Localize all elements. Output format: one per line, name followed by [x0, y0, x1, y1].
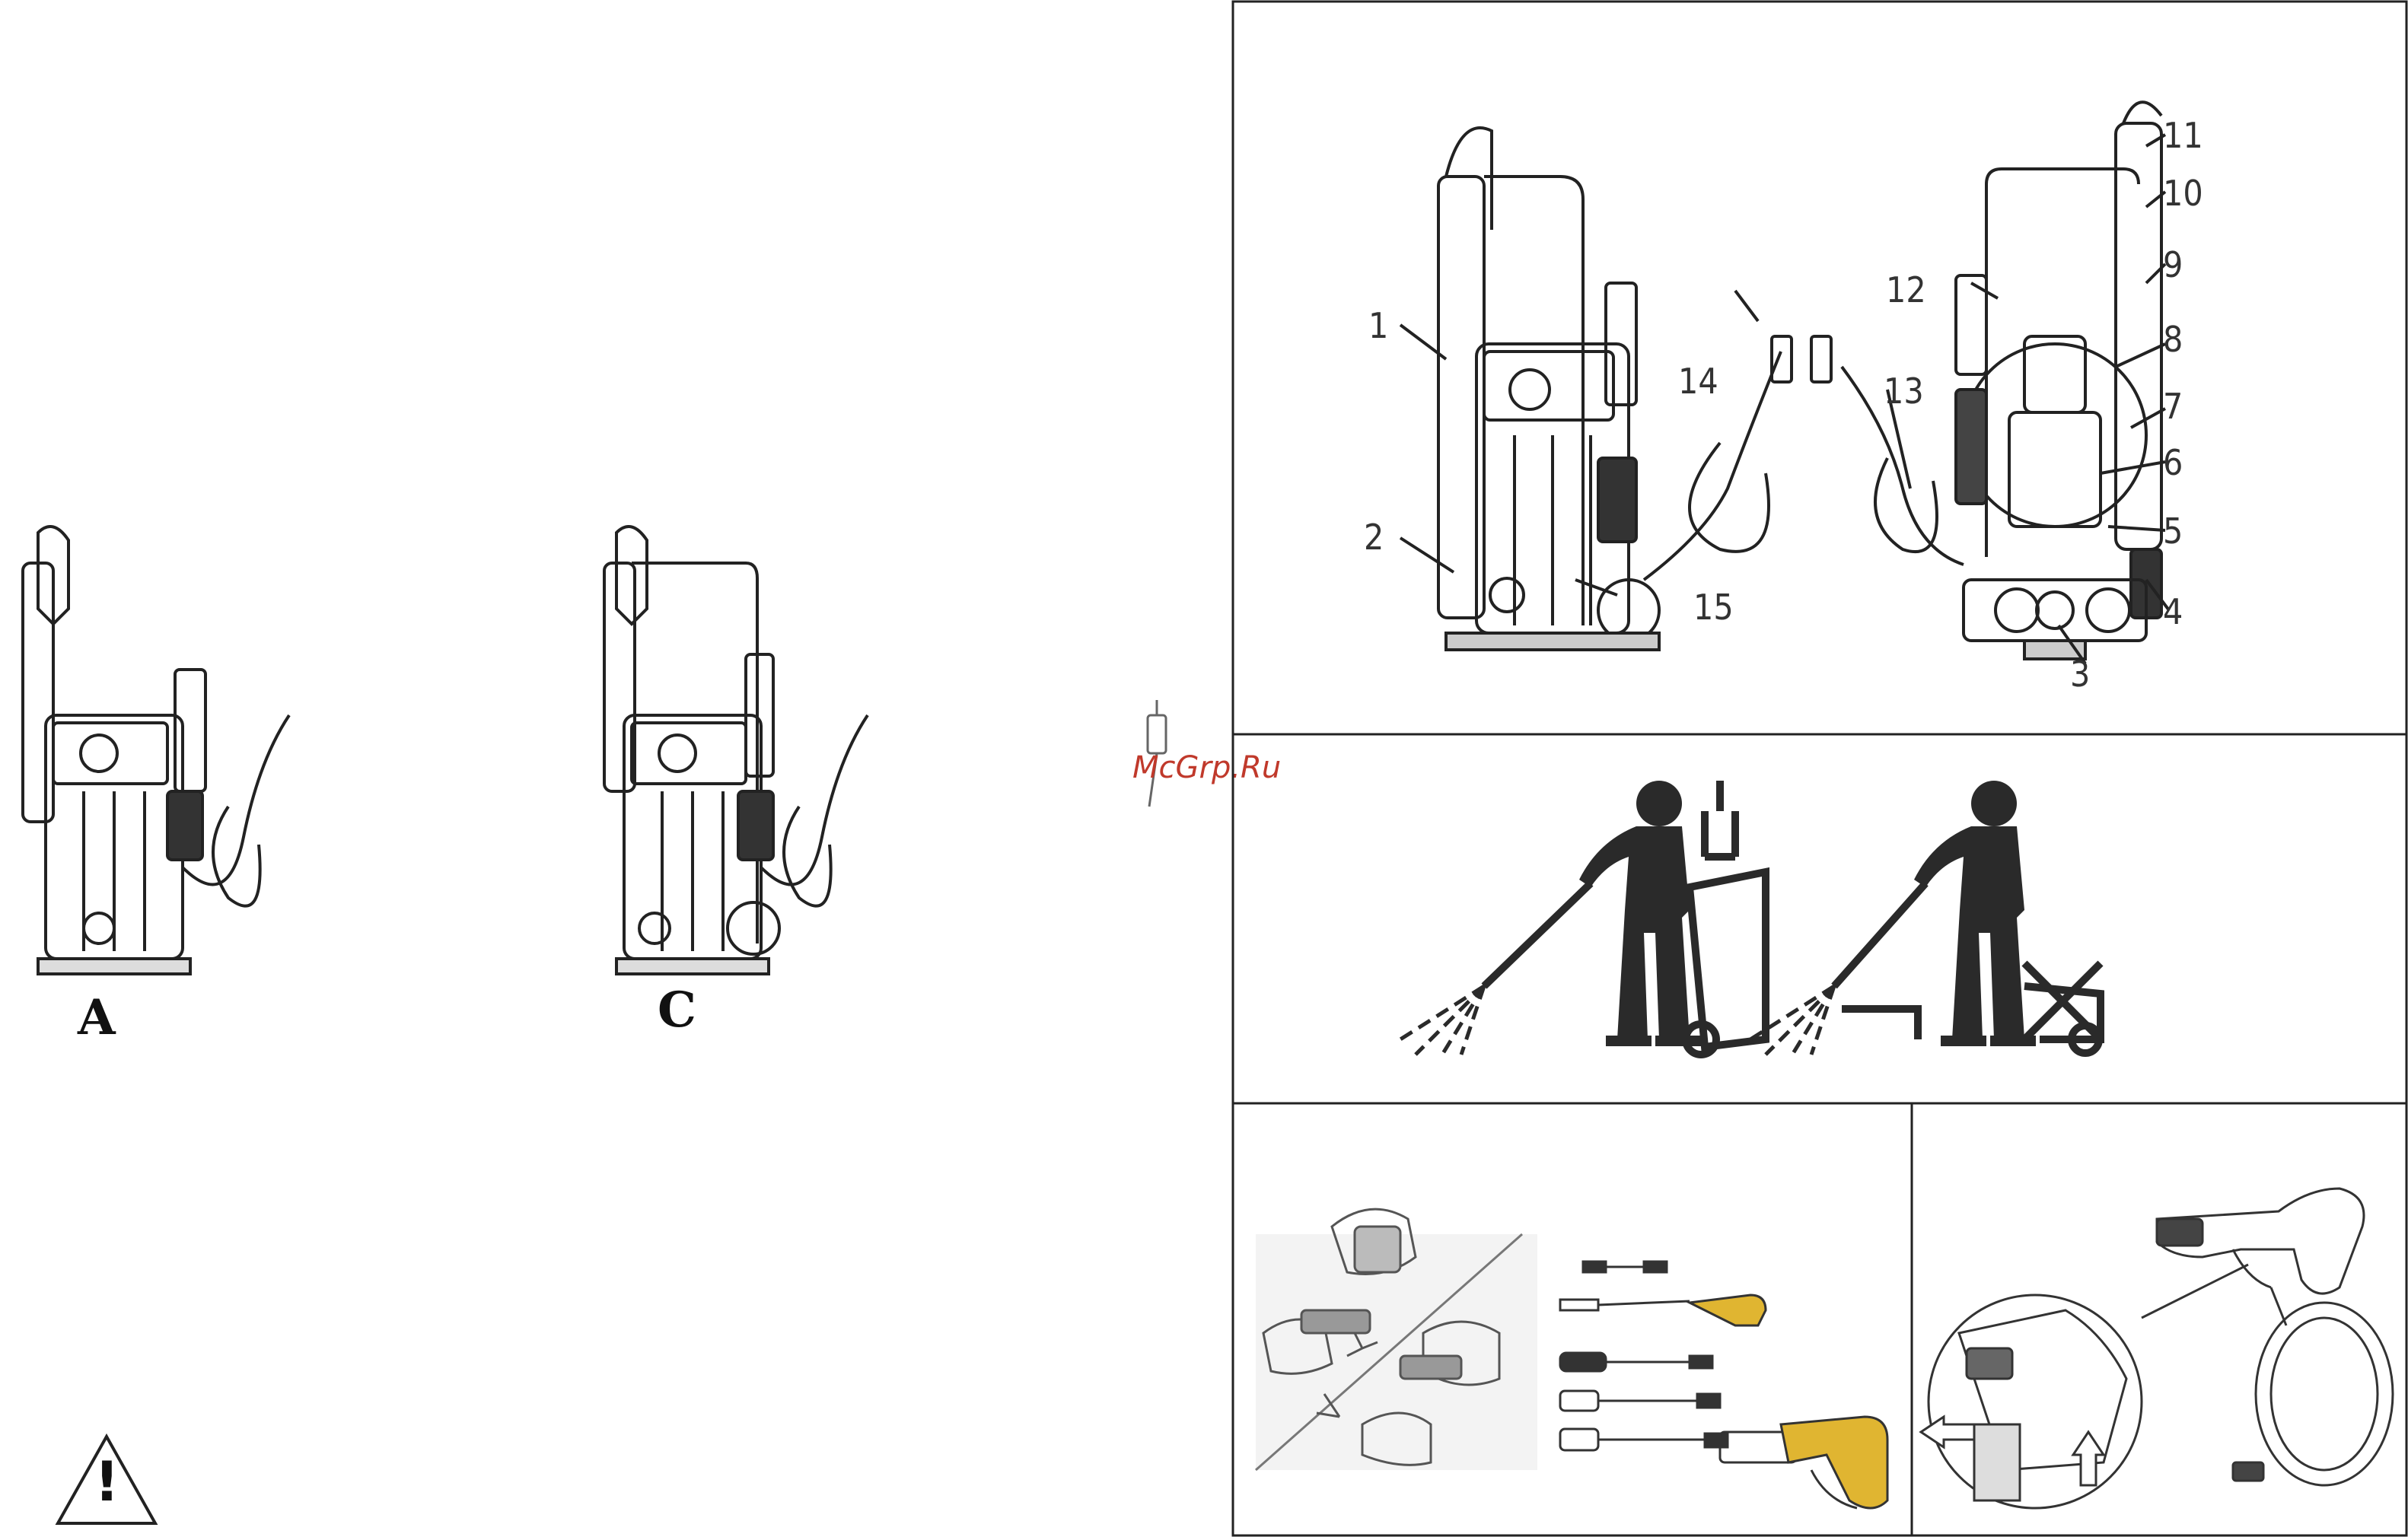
gun-hose-illustration	[1913, 1105, 2406, 1535]
part-label-11: 11	[2163, 115, 2203, 156]
part-label-14: 14	[1678, 361, 1718, 402]
part-label-12: 12	[1886, 269, 1926, 310]
part-label-2: 2	[1364, 517, 1384, 558]
usage-illustration	[1233, 735, 2406, 1102]
part-label-5: 5	[2163, 511, 2183, 552]
part-label-7: 7	[2163, 386, 2183, 427]
parts-diagram: 1 2 3 4 5 6 7 8 9 10 11 12 13 14 15	[1233, 2, 2406, 733]
part-label-9: 9	[2163, 244, 2183, 285]
part-label-4: 4	[2163, 591, 2183, 632]
part-label-1: 1	[1368, 305, 1388, 346]
operator-upright-silhouette	[1579, 781, 1701, 1046]
part-label-8: 8	[2163, 319, 2183, 360]
part-label-6: 6	[2163, 442, 2183, 483]
part-label-15: 15	[1693, 587, 1734, 628]
part-label-10: 10	[2163, 173, 2203, 214]
assembly-illustration	[1233, 1105, 1910, 1535]
part-label-13: 13	[1884, 371, 1924, 412]
operator-lying-machine-silhouette	[1914, 781, 2036, 1046]
part-label-3: 3	[2070, 654, 2090, 695]
